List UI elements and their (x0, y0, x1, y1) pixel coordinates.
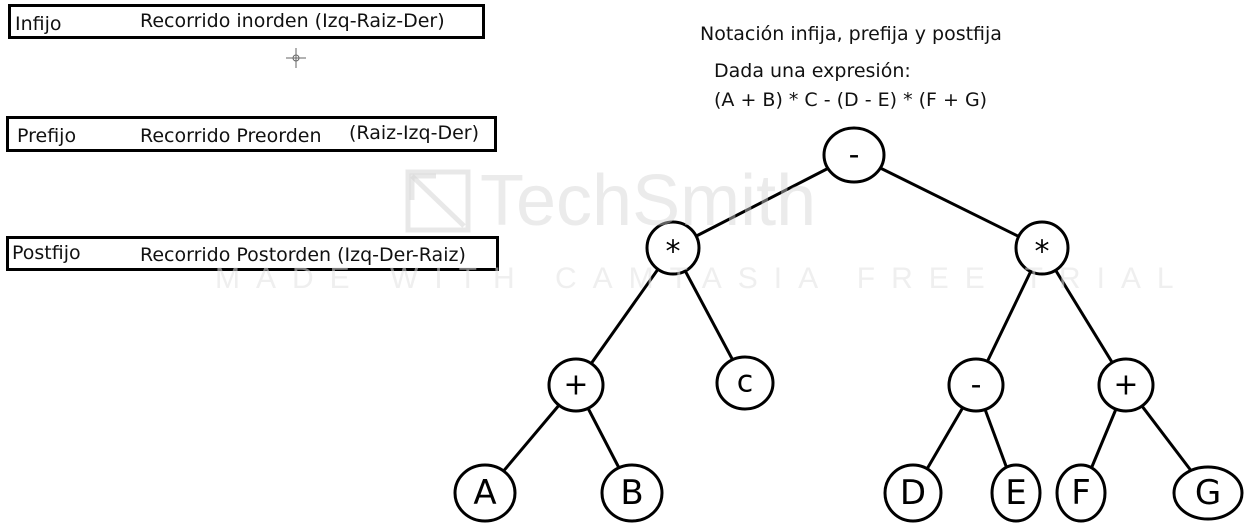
node-minus-de: - (947, 357, 1005, 413)
prefijo-label: Prefijo (17, 125, 77, 147)
node-plus-fg: + (1097, 357, 1155, 413)
edge-root-leftmul (672, 153, 855, 250)
node-d-label: D (900, 473, 926, 513)
node-b-label: B (620, 473, 643, 513)
expression: (A + B) * C - (D - E) * (F + G) (714, 89, 988, 111)
infijo-label: Infijo (15, 13, 62, 35)
node-c: c (715, 355, 775, 411)
node-a: A (453, 463, 517, 523)
postfijo-box: Postfijo Recorrido Postorden (Izq-Der-Ra… (6, 236, 499, 271)
node-d: D (883, 463, 943, 523)
node-g-label: G (1195, 473, 1221, 513)
node-minus-de-label: - (971, 368, 982, 403)
diagram-subtitle: Dada una expresión: (714, 60, 911, 82)
node-f: F (1055, 463, 1107, 523)
node-c-label: c (737, 365, 754, 400)
node-root-label: - (849, 138, 860, 173)
node-g: G (1172, 465, 1244, 521)
diagram-title: Notación infija, prefija y postfija (700, 23, 1002, 45)
node-plus-ab: + (547, 357, 605, 413)
node-e: E (990, 463, 1042, 523)
node-right-mul-label: * (1035, 235, 1050, 270)
edge-root-rightmul (853, 153, 1043, 250)
infijo-box: Infijo Recorrido inorden (Izq-Raiz-Der) (8, 4, 485, 39)
prefijo-order: (Raiz-Izq-Der) (349, 122, 479, 144)
infijo-description: Recorrido inorden (Izq-Raiz-Der) (140, 10, 445, 32)
node-plus-ab-label: + (563, 368, 588, 403)
node-a-label: A (473, 473, 496, 513)
node-b: B (600, 463, 664, 523)
node-root: - (822, 126, 886, 184)
node-left-mul: * (645, 220, 701, 276)
postfijo-description: Recorrido Postorden (Izq-Der-Raiz) (140, 244, 466, 266)
node-right-mul: * (1014, 220, 1070, 276)
edge-leftmul-plus (574, 247, 675, 386)
node-e-label: E (1005, 473, 1026, 513)
node-left-mul-label: * (666, 235, 681, 270)
postfijo-label: Postfijo (12, 242, 81, 264)
prefijo-box: Prefijo Recorrido Preorden (Raiz-Izq-Der… (6, 116, 497, 152)
node-plus-fg-label: + (1113, 368, 1138, 403)
prefijo-description: Recorrido Preorden (140, 125, 322, 147)
node-f-label: F (1071, 473, 1091, 513)
